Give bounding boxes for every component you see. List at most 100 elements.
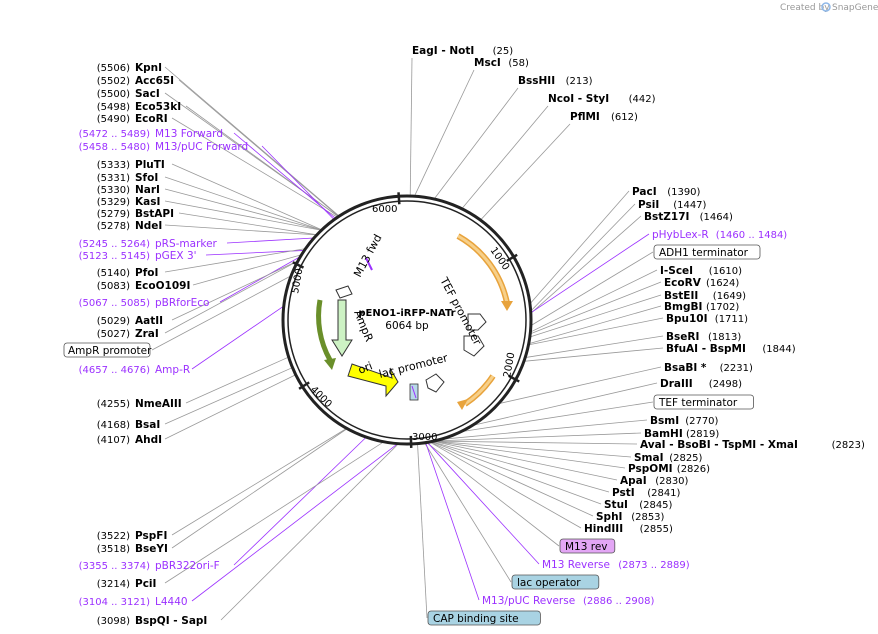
site-apai[interactable]: ApaI: [620, 475, 647, 487]
site-bseri[interactable]: BseRI: [666, 331, 699, 343]
site-sphi[interactable]: SphI: [596, 511, 622, 523]
site-bsteii[interactable]: BstEII: [664, 290, 698, 302]
site-avai-bsobi-tspmi-xmai[interactable]: AvaI - BsoBI - TspMI - XmaI: [640, 439, 798, 451]
left-pos-pspfi: (3522): [97, 531, 130, 542]
primer-l4440[interactable]: L4440: [155, 596, 188, 608]
site-saci[interactable]: SacI: [135, 88, 160, 100]
site-pluti[interactable]: PluTI: [135, 159, 165, 171]
site-eco53ki[interactable]: Eco53kI: [135, 101, 181, 113]
site-kpni[interactable]: KpnI: [135, 62, 162, 74]
right-pos-m13-reverse: (2873 .. 2889): [618, 560, 690, 571]
site-hindiii[interactable]: HindIII: [584, 523, 623, 535]
primer-pbr322ori-f[interactable]: pBR322ori-F: [155, 560, 220, 572]
primer-amp-r[interactable]: Amp-R: [155, 364, 190, 376]
site-ndei[interactable]: NdeI: [135, 220, 162, 232]
right-pos-avai-bsobi-tspmi-xmai: (2823): [832, 440, 865, 451]
left-pos-zrai: (5027): [97, 329, 130, 340]
site-ecori[interactable]: EcoRI: [135, 113, 168, 125]
left-pos-kpni: (5506): [97, 63, 130, 74]
site-eagi-noti[interactable]: EagI - NotI: [412, 45, 474, 57]
snapgene-brand: SnapGene: [832, 3, 878, 13]
site-msci[interactable]: MscI: [474, 57, 501, 69]
m13-rev-mark: [411, 385, 417, 399]
connector-line: [429, 441, 582, 529]
site-bseyi[interactable]: BseYI: [135, 543, 168, 555]
left-pos-saci: (5500): [97, 89, 130, 100]
site-bpu10i[interactable]: Bpu10I: [666, 313, 708, 325]
site-bstapi[interactable]: BstAPI: [135, 208, 174, 220]
site-pcii[interactable]: PciI: [135, 578, 156, 590]
site-bsabi[interactable]: BsaBI *: [664, 362, 707, 374]
left-pos-pluti: (5333): [97, 160, 130, 171]
ori-arrow: [347, 363, 399, 398]
feature-label-tef-terminator[interactable]: TEF terminator: [658, 397, 738, 409]
connector-line: [529, 294, 662, 338]
left-pos-pgex-3: (5123 .. 5145): [79, 251, 151, 262]
site-smai[interactable]: SmaI: [634, 452, 664, 464]
connector-line: [529, 190, 630, 305]
primer-m13-puc-forward[interactable]: M13/pUC Forward: [155, 141, 248, 153]
primer-pgex-3[interactable]: pGEX 3': [155, 250, 197, 262]
left-pos-ndei: (5278): [97, 221, 130, 232]
connector-line: [171, 428, 347, 536]
site-bsai[interactable]: BsaI: [135, 419, 160, 431]
site-bspqi-sapi[interactable]: BspQI - SapI: [135, 615, 207, 627]
site-bamhi[interactable]: BamHI: [644, 428, 683, 440]
left-pos-ecori: (5490): [97, 114, 130, 125]
primer-prs-marker[interactable]: pRS-marker: [155, 238, 218, 250]
site-i-scei[interactable]: I-SceI: [660, 265, 693, 277]
plasmid-name: pENO1-iRFP-NATr: [358, 308, 455, 319]
feature-label-adh1-terminator[interactable]: ADH1 terminator: [659, 247, 749, 259]
feature-box-adh1-terminator: [653, 244, 761, 260]
connector-line: [417, 443, 428, 619]
site-pspomi[interactable]: PspOMI: [628, 463, 673, 475]
connector-line: [164, 441, 384, 584]
site-ncoi-styi[interactable]: NcoI - StyI: [548, 93, 609, 105]
site-bfuai-bspmi[interactable]: BfuAI - BspMI: [666, 343, 746, 355]
site-nari[interactable]: NarI: [135, 184, 160, 196]
primer-m13-reverse[interactable]: M13 Reverse: [542, 559, 610, 571]
site-acc65i[interactable]: Acc65I: [135, 75, 174, 87]
tef-arc-2-inner: [464, 375, 495, 406]
feature-label-m13-rev[interactable]: M13 rev: [565, 541, 608, 553]
feature-label-lac-operator[interactable]: lac operator: [517, 577, 581, 589]
connector-line: [192, 254, 302, 286]
connector-line: [530, 251, 654, 326]
feature-label-cap-binding-site[interactable]: CAP binding site: [433, 613, 519, 625]
site-ahdi[interactable]: AhdI: [135, 434, 162, 446]
m13-fwd-mark: [365, 257, 373, 271]
right-pos-psti: (2841): [647, 488, 680, 499]
site-paci[interactable]: PacI: [632, 186, 657, 198]
site-zrai[interactable]: ZraI: [135, 328, 159, 340]
site-ecoo109i[interactable]: EcoO109I: [135, 280, 190, 292]
connector-line: [498, 366, 662, 405]
site-stui[interactable]: StuI: [604, 499, 628, 511]
site-aatii[interactable]: AatII: [135, 315, 163, 327]
site-pspfi[interactable]: PspFI: [135, 530, 167, 542]
site-draiii[interactable]: DraIII: [660, 378, 693, 390]
site-nmeaiii[interactable]: NmeAIII: [135, 398, 182, 410]
left-pos-pcii: (3214): [97, 579, 130, 590]
site-psii[interactable]: PsiI: [638, 199, 659, 211]
site-kasi[interactable]: KasI: [135, 196, 160, 208]
site-sfoi[interactable]: SfoI: [135, 172, 158, 184]
site-pflmi[interactable]: PflMI: [570, 111, 600, 123]
site-bsshii[interactable]: BssHII: [518, 75, 555, 87]
site-pfoi[interactable]: PfoI: [135, 267, 158, 279]
site-psti[interactable]: PstI: [612, 487, 635, 499]
connector-line: [425, 442, 480, 601]
left-pos-m13-forward: (5472 .. 5489): [79, 129, 151, 140]
connector-line: [424, 442, 512, 583]
primer-phyblex-r[interactable]: pHybLex-R: [652, 229, 709, 241]
site-bsmi[interactable]: BsmI: [650, 415, 679, 427]
tef-arc-1-inner: [457, 234, 509, 304]
site-ecorv[interactable]: EcoRV: [664, 277, 702, 289]
site-bmgbi[interactable]: BmgBI: [664, 301, 702, 313]
primer-pbrforeco[interactable]: pBRforEco: [155, 297, 209, 309]
primer-m13-forward[interactable]: M13 Forward: [155, 128, 223, 140]
site-bstz17i[interactable]: BstZ17I: [644, 211, 689, 223]
feature-label-ampr-promoter: AmpR promoter: [63, 342, 152, 358]
feature-ori: ori: [356, 359, 374, 376]
primer-m13-puc-reverse[interactable]: M13/pUC Reverse: [482, 595, 575, 607]
left-pos-l4440: (3104 .. 3121): [79, 597, 151, 608]
